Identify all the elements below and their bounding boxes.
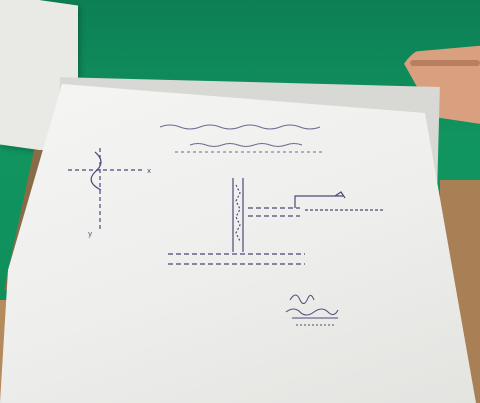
svg-text:x: x	[147, 167, 151, 175]
svg-text:y: y	[88, 230, 92, 238]
finger-shadow	[410, 60, 480, 66]
signature	[285, 294, 339, 326]
axis-sketch: x y	[68, 148, 151, 238]
structure-sketch	[168, 178, 385, 265]
heading-scribble	[159, 124, 325, 153]
